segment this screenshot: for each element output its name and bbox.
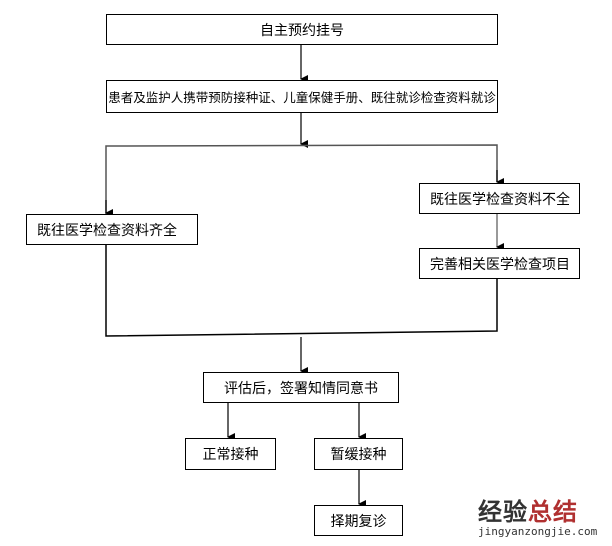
- branch-records-incomplete: 既往医学检查资料不全: [419, 183, 580, 214]
- outcome-postpone-label: 暂缓接种: [330, 447, 387, 463]
- step-complete-exams-label: 完善相关医学检查项目: [430, 256, 570, 273]
- merge-line: [105, 244, 498, 337]
- branch-records-incomplete-label: 既往医学检查资料不全: [430, 191, 570, 208]
- outcome-normal-label: 正常接种: [202, 447, 259, 463]
- watermark-logo: 经验总结: [478, 498, 578, 526]
- branch-line: [105, 144, 498, 214]
- step-complete-exams: 完善相关医学检查项目: [419, 248, 580, 279]
- step-bring-documents: 患者及监护人携带预防接种证、儿童保健手册、既往就诊检查资料就诊: [106, 80, 498, 113]
- step-appointment-label: 自主预约挂号: [260, 22, 344, 39]
- step-consent: 评估后，签署知情同意书: [203, 372, 399, 403]
- outcome-revisit: 择期复诊: [314, 505, 403, 536]
- step-consent-label: 评估后，签署知情同意书: [224, 380, 378, 397]
- outcome-normal-vaccination: 正常接种: [185, 438, 276, 470]
- outcome-postpone-vaccination: 暂缓接种: [314, 438, 403, 470]
- outcome-revisit-label: 择期复诊: [330, 513, 387, 530]
- watermark: 经验总结 jingyanzongjie.com: [478, 492, 608, 538]
- branch-records-complete-label: 既往医学检查资料齐全: [37, 222, 177, 239]
- branch-records-complete: 既往医学检查资料齐全: [26, 214, 198, 245]
- step-bring-documents-label: 患者及监护人携带预防接种证、儿童保健手册、既往就诊检查资料就诊: [108, 90, 496, 105]
- watermark-url: jingyanzongjie.com: [478, 525, 598, 538]
- step-appointment: 自主预约挂号: [106, 14, 498, 45]
